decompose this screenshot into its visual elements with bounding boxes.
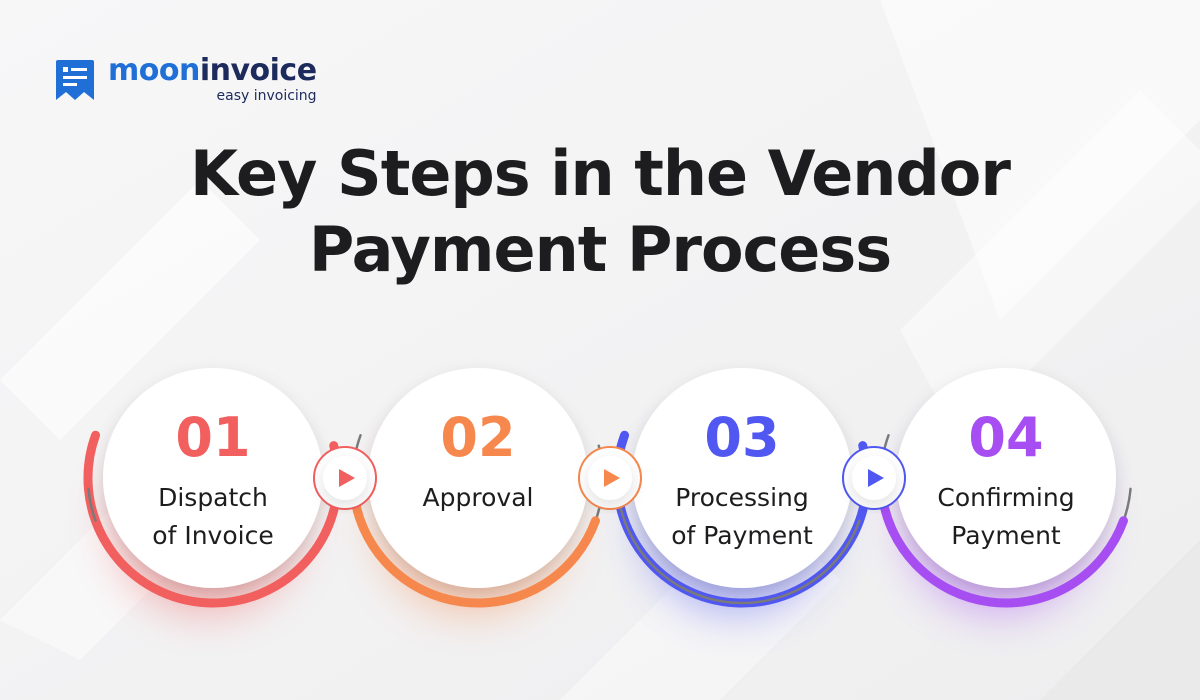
connector-2[interactable] xyxy=(578,446,642,510)
step-label-line-1: Approval xyxy=(423,483,534,512)
step-label-line-1: Processing xyxy=(675,483,809,512)
step-arc-bottom xyxy=(876,484,1128,608)
page-title: Key Steps in the Vendor Payment Process xyxy=(0,136,1200,288)
step-circle xyxy=(632,368,852,588)
page-title-line-1: Key Steps in the Vendor xyxy=(190,137,1011,210)
step-label-line-2: of Invoice xyxy=(152,521,273,550)
step-number: 01 xyxy=(175,406,250,469)
play-icon xyxy=(339,469,355,487)
step-number: 04 xyxy=(968,406,1043,469)
step-label-line-1: Confirming xyxy=(937,483,1074,512)
step-circle xyxy=(103,368,323,588)
brand-logo[interactable]: mooninvoice easy invoicing xyxy=(54,56,317,104)
step-number: 03 xyxy=(704,406,779,469)
step-4 xyxy=(896,368,1116,588)
step-number: 02 xyxy=(440,406,515,469)
step-arc-bottom xyxy=(87,487,97,523)
step-2 xyxy=(368,368,588,588)
page-title-line-2: Payment Process xyxy=(308,213,892,286)
step-3 xyxy=(632,368,852,588)
step-1 xyxy=(103,368,323,588)
connector-1[interactable] xyxy=(313,446,377,510)
step-arc-bottom xyxy=(616,487,861,605)
step-label-line-2: of Payment xyxy=(671,521,813,550)
step-arc-bottom xyxy=(348,484,600,608)
connector-3[interactable] xyxy=(842,446,906,510)
step-label-line-2: Payment xyxy=(951,521,1061,550)
play-icon xyxy=(604,469,620,487)
step-circle xyxy=(368,368,588,588)
brand-tagline: easy invoicing xyxy=(216,88,317,104)
play-icon xyxy=(868,469,884,487)
brand-name: mooninvoice xyxy=(108,53,317,88)
invoice-logo-icon xyxy=(56,60,94,100)
step-circle xyxy=(896,368,1116,588)
step-label-line-1: Dispatch xyxy=(158,483,268,512)
